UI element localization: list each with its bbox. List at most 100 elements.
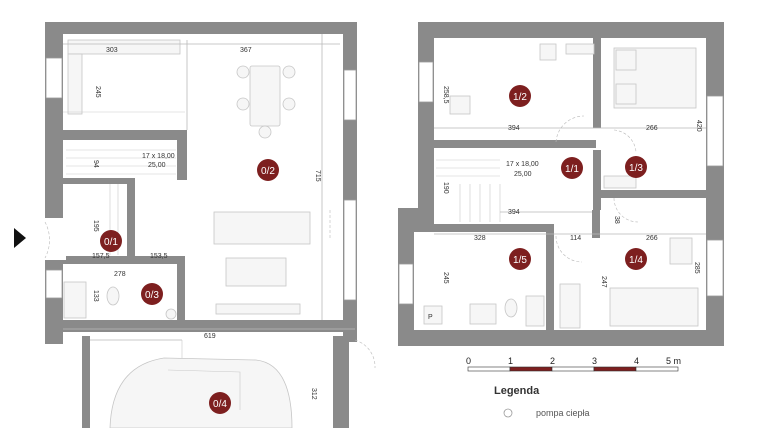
ground-window-dining	[343, 69, 357, 121]
ground-window-living	[343, 199, 357, 301]
legend-item: pompa ciepła	[536, 408, 590, 418]
bath-sink	[469, 303, 497, 325]
bath-shower	[525, 295, 545, 327]
ground-window-kitchen	[45, 57, 63, 99]
scale-tick-label: 3	[592, 356, 597, 366]
ground-top-wall	[45, 22, 355, 34]
dim-285: 285	[693, 262, 700, 274]
dining-chair	[282, 65, 296, 79]
dim-312: 312	[310, 388, 317, 400]
room-badge-1-1: 1/1	[561, 157, 583, 179]
dim-367: 367	[240, 47, 252, 54]
garage: 312	[82, 336, 376, 428]
sofa	[213, 211, 311, 245]
dining-chair	[258, 125, 272, 139]
dim-258-5: 258,5	[442, 86, 449, 104]
door-arc-bath	[555, 235, 583, 263]
first-left-wall-upper	[418, 22, 434, 208]
dim-114: 114	[570, 235, 581, 242]
dim-153-5: 153,5	[150, 253, 168, 260]
first-wall-bath-right	[546, 224, 554, 330]
dim-715: 715	[314, 170, 321, 182]
bath-toilet	[504, 298, 518, 318]
ground-hall-wall	[63, 178, 133, 184]
door-arc-bed2	[555, 115, 585, 143]
dim-303: 303	[106, 47, 118, 54]
first-wall-bed	[593, 38, 601, 128]
dim-266-mid: 266	[646, 235, 658, 242]
dining-table	[249, 65, 281, 127]
wc-basin	[63, 281, 87, 319]
room-label: 1/4	[629, 255, 643, 266]
wc-toilet	[106, 286, 120, 306]
bath-p-box	[423, 305, 443, 325]
ground-stairs	[66, 149, 176, 255]
scale-segment	[593, 366, 637, 372]
room-label: 0/1	[104, 237, 118, 248]
dim-394-stairs: 394	[508, 209, 520, 216]
dining-chair	[236, 65, 250, 79]
first-window-bath	[398, 263, 414, 305]
car	[109, 357, 293, 428]
ground-wc-side	[177, 256, 185, 322]
room-badge-0-4: 0/4	[209, 392, 231, 414]
legend-title: Legenda	[494, 385, 540, 397]
room-badge-1-3: 1/3	[625, 156, 647, 178]
wardrobe	[539, 43, 557, 61]
room-label: 0/3	[145, 290, 159, 301]
room-badge-1-2: 1/2	[509, 85, 531, 107]
dim-247: 247	[600, 276, 607, 288]
ground-bottom-wall	[45, 320, 357, 332]
scale-segment	[635, 366, 679, 372]
dining-chair	[236, 97, 250, 111]
bath-p-label: P	[428, 314, 433, 321]
dim-328: 328	[474, 235, 486, 242]
garage-left-wall	[82, 336, 90, 428]
desk	[603, 175, 637, 189]
first-right-wall	[706, 22, 724, 346]
dim-420: 420	[695, 120, 702, 132]
coffee-table	[225, 257, 287, 287]
first-window-bed3	[706, 95, 724, 167]
ground-window-wc	[45, 269, 63, 299]
ground-floor-plan: 303 367 245 17 x 18,00 25,00 94 195 157,…	[14, 22, 357, 344]
room-badge-0-2: 0/2	[257, 159, 279, 181]
scale-bar: 0 1 2 3 4 5 m	[466, 356, 681, 372]
scale-segment	[509, 366, 553, 372]
scale-tick-label: 0	[466, 356, 471, 366]
scale-tick-label: 1	[508, 356, 513, 366]
scale-tick-label: 4	[634, 356, 639, 366]
garage-door-arc	[354, 339, 376, 369]
room-badge-1-4: 1/4	[625, 248, 647, 270]
room-label: 0/2	[261, 166, 275, 177]
heat-pump-legend-icon	[503, 408, 513, 418]
dim-195: 195	[92, 220, 99, 232]
room-label: 1/1	[565, 164, 579, 175]
dim-94: 94	[92, 160, 99, 168]
first-stairs	[436, 159, 501, 222]
entrance-arrow-icon	[14, 228, 26, 248]
first-wall-hall	[593, 150, 601, 210]
dim-245-first: 245	[442, 272, 449, 284]
dim-278: 278	[114, 271, 126, 278]
first-top-wall	[418, 22, 722, 38]
bed-bedroom-1-4	[609, 287, 699, 327]
room-label: 1/3	[629, 163, 643, 174]
room-badge-1-5: 1/5	[509, 248, 531, 270]
door-arc-bed3	[613, 129, 637, 153]
first-bottom-wall	[398, 330, 724, 346]
room-label: 1/5	[513, 255, 527, 266]
first-wall-closet	[592, 210, 600, 238]
kitchen-counter-side	[67, 53, 83, 115]
garage-right-wall	[333, 336, 349, 428]
dining-chair	[282, 97, 296, 111]
scale-segment	[467, 366, 511, 372]
room-label: 1/2	[513, 92, 527, 103]
dim-157-5: 157,5	[92, 253, 110, 260]
ground-stair-wall	[177, 140, 187, 180]
chair-bed4	[669, 237, 693, 265]
entrance-gap	[42, 218, 66, 260]
pillow	[615, 49, 637, 71]
pillow	[615, 83, 637, 105]
